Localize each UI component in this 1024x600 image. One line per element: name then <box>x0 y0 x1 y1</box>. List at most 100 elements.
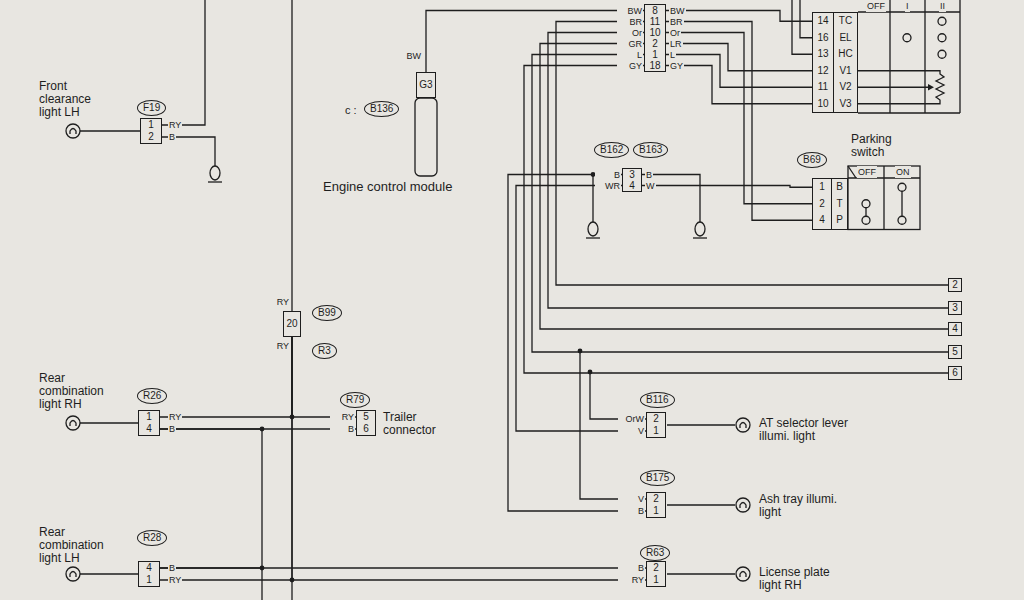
switch-connector: 1B2T4P <box>812 178 848 230</box>
connector-box: 12 <box>140 118 162 144</box>
pin-number: 5 <box>357 411 375 423</box>
connector-id: F19 <box>137 100 166 116</box>
connector-id-text: R3 <box>318 345 331 357</box>
wire-color: V <box>618 493 645 505</box>
pin-number: 18 <box>645 60 665 71</box>
contact-circle <box>903 34 911 42</box>
wire-color: V <box>618 425 645 437</box>
pin-number: 1 <box>139 411 159 423</box>
connector-id-text: B163 <box>639 144 662 156</box>
continuation-mark: 6 <box>948 366 962 380</box>
wire <box>261 568 262 600</box>
connector-id: B162 <box>594 142 629 158</box>
wire <box>161 0 205 125</box>
ground-symbol <box>693 222 707 238</box>
connector-id: R63 <box>640 545 670 561</box>
continuation-mark: 2 <box>948 278 962 292</box>
wire <box>291 580 292 600</box>
wire <box>524 66 948 374</box>
wire-color: B <box>330 423 355 435</box>
wire-color: B <box>618 562 645 574</box>
wire-color: RY <box>168 411 182 423</box>
continuation-mark: 3 <box>948 301 962 315</box>
connector-id: B69 <box>797 152 827 168</box>
connector-id-text: R63 <box>646 547 664 559</box>
wire <box>666 55 812 88</box>
connector-box: 41 <box>138 561 160 587</box>
connector-id: R3 <box>312 343 337 359</box>
wire-color: RY <box>168 574 182 586</box>
connector-id: R26 <box>137 388 167 404</box>
switch-table-grid <box>848 166 920 230</box>
component-name: Ash tray illumi. light <box>758 493 840 519</box>
bulb-symbol <box>736 498 750 512</box>
wire <box>666 11 812 22</box>
pin-number: 1 <box>647 425 665 437</box>
table-header: I <box>905 0 910 12</box>
wire <box>792 0 812 54</box>
wire <box>592 175 593 223</box>
connector-box: 21 <box>646 561 666 587</box>
wire-color: GY <box>617 60 643 72</box>
wire-color: WR <box>595 180 621 192</box>
table-header: II <box>939 0 946 12</box>
pin-number: G3 <box>417 73 435 97</box>
wire-color: RY <box>168 119 182 131</box>
pin-number: 1 <box>813 179 831 196</box>
wire <box>667 424 735 425</box>
connector-box: 20 <box>283 311 301 337</box>
wire <box>80 130 140 131</box>
pin-number: 1 <box>645 49 665 60</box>
pin-number: 10 <box>813 96 833 113</box>
pin-number: 2 <box>647 493 665 505</box>
pin-number: 4 <box>139 562 159 574</box>
terminal-name: P <box>831 212 847 229</box>
connector-id-text: B69 <box>803 154 821 166</box>
wire <box>80 573 138 574</box>
bulb-symbol <box>736 567 750 581</box>
contact-circle <box>938 34 946 42</box>
wire-color: B <box>168 423 176 435</box>
wire-color: GY <box>669 60 684 72</box>
connector-box: 811102118 <box>644 4 666 72</box>
wire-color: B <box>168 131 176 143</box>
pin-number: 1 <box>139 574 159 586</box>
wire-color: RY <box>618 574 645 586</box>
terminal-name: B <box>831 179 847 196</box>
connector-id-text: B136 <box>370 103 393 115</box>
wire <box>590 372 646 419</box>
resistor-symbol <box>858 71 944 104</box>
wire <box>667 504 735 505</box>
contact-circle <box>862 216 870 224</box>
connector-id: R79 <box>340 392 370 408</box>
table-header: OFF <box>857 166 877 178</box>
connector-id-text: B116 <box>646 394 669 406</box>
junction-dot <box>588 370 593 375</box>
bulb-symbol <box>66 416 80 430</box>
component-name: Front clearance light LH <box>38 80 115 119</box>
pin-number: 3 <box>623 169 641 180</box>
pin-number: 20 <box>284 312 300 336</box>
wire-color: BW <box>398 50 422 62</box>
wire <box>642 175 700 223</box>
connector-id-text: B99 <box>318 307 336 319</box>
component-name: AT selector lever illumi. light <box>758 417 880 443</box>
contact-circle <box>898 216 906 224</box>
pin-number: 12 <box>813 63 833 80</box>
junction-dot <box>578 349 583 354</box>
wire <box>667 573 735 574</box>
pin-number: 2 <box>141 131 161 143</box>
contact-circle <box>898 183 906 191</box>
pin-number: 2 <box>647 413 665 425</box>
pin-number: 14 <box>813 13 833 30</box>
connector-id: B163 <box>633 142 668 158</box>
wire <box>666 66 812 104</box>
terminal-name: HC <box>833 46 857 63</box>
wire-color: RY <box>268 340 290 352</box>
ground-symbol <box>586 222 600 238</box>
connector-id-text: B162 <box>600 144 623 156</box>
pin-number: 11 <box>645 16 665 27</box>
wire <box>666 44 812 71</box>
connector-id-text: R26 <box>143 390 161 402</box>
